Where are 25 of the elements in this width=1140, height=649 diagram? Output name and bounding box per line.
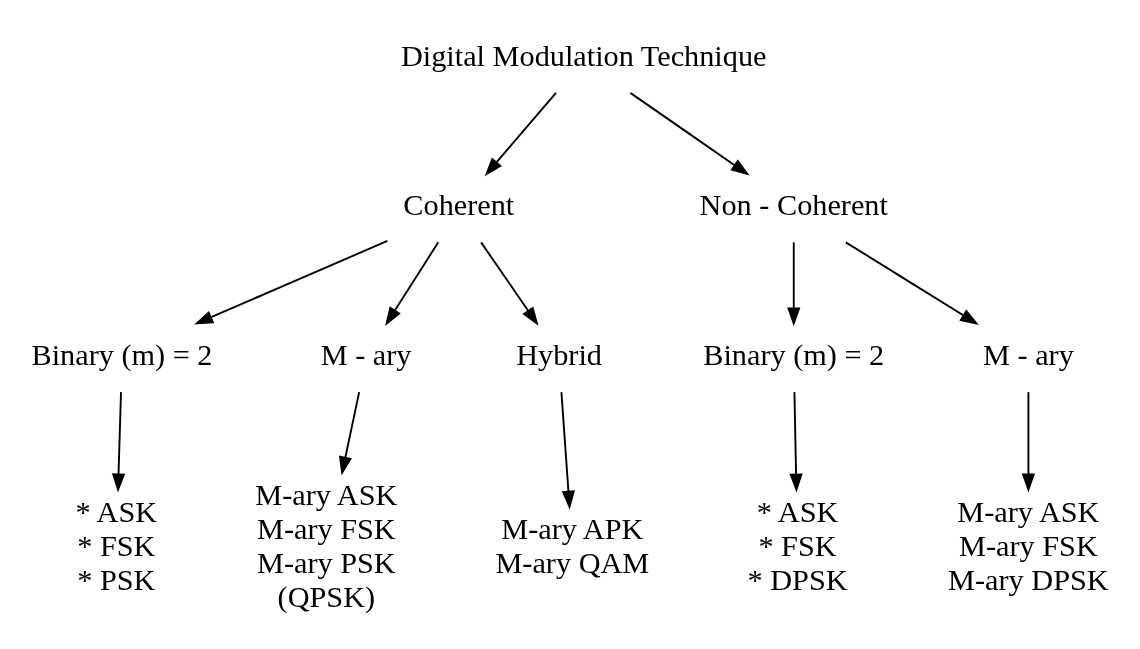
arrow — [787, 241, 801, 327]
node-text: Non - Coherent — [699, 188, 888, 223]
arrow — [789, 391, 803, 493]
node-text: M-ary ASK M-ary FSK M-ary PSK (QPSK) — [255, 477, 398, 615]
arrow — [1021, 391, 1036, 493]
arrow — [629, 91, 750, 176]
node-text: Hybrid — [516, 337, 602, 372]
node-text: Binary (m) = 2 — [703, 337, 885, 372]
arrow — [844, 241, 979, 325]
arrow — [560, 391, 575, 510]
node-text: * ASK * FSK * DPSK — [747, 494, 848, 597]
node-text: M - ary — [320, 337, 412, 372]
node-text: M-ary APK M-ary QAM — [495, 511, 650, 580]
arrow — [484, 91, 557, 177]
arrow — [338, 391, 361, 476]
arrow — [194, 239, 389, 325]
arrow — [480, 241, 539, 326]
node-text: * ASK * FSK * PSK — [75, 494, 158, 597]
node-text: M - ary — [983, 337, 1074, 372]
node-text: Digital Modulation Technique — [400, 38, 767, 73]
node-text: Coherent — [403, 188, 515, 223]
arrow — [385, 241, 440, 326]
node-text: M-ary ASK M-ary FSK M-ary DPSK — [948, 494, 1109, 597]
arrow — [111, 391, 126, 493]
node-text: Binary (m) = 2 — [31, 337, 213, 372]
